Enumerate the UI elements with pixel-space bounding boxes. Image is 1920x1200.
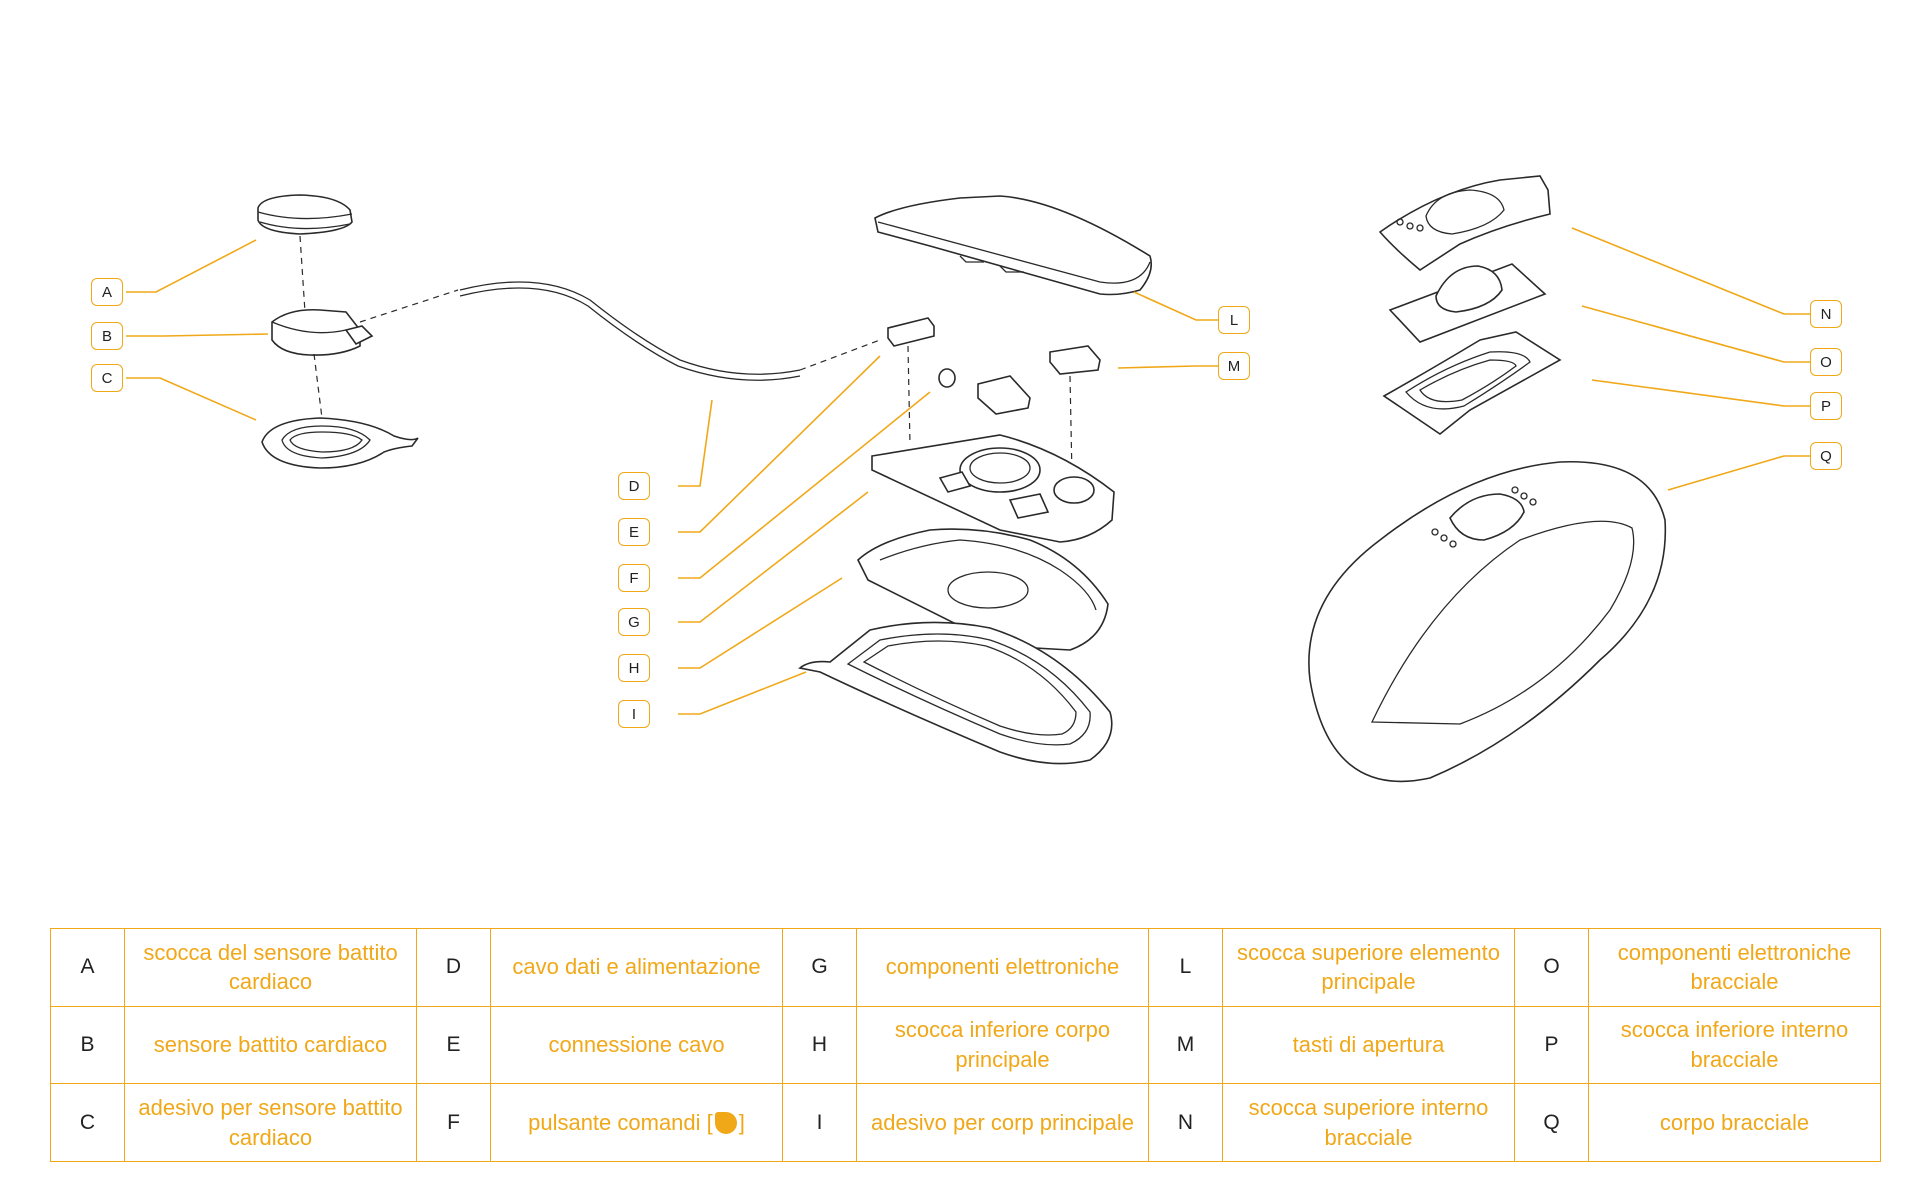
main-body-top-shell: [874, 195, 1153, 296]
callout-h: H: [618, 654, 650, 682]
legend-description: connessione cavo: [490, 1005, 783, 1085]
callout-b: B: [91, 322, 123, 350]
heart-sensor: [271, 308, 374, 356]
bracelet-body: [1308, 460, 1667, 783]
main-body-bottom-shell: [857, 528, 1109, 651]
callout-e: E: [618, 518, 650, 546]
legend-key: M: [1148, 1005, 1223, 1085]
heart-sensor-adhesive: [261, 417, 419, 469]
legend-row: A scocca del sensore battito cardiaco D …: [50, 928, 1881, 1007]
legend-description: scocca superiore interno bracciale: [1222, 1083, 1515, 1162]
legend-description: sensore battito cardiaco: [124, 1005, 417, 1085]
heart-sensor-shell: [257, 194, 353, 235]
callout-m: M: [1218, 352, 1250, 380]
legend-key: E: [416, 1005, 491, 1085]
callout-q: Q: [1810, 442, 1842, 470]
bracelet-bottom-inner-shell: [1382, 331, 1562, 435]
legend-description: cavo dati e alimentazione: [490, 928, 783, 1007]
legend-key: L: [1148, 928, 1223, 1007]
legend-row: C adesivo per sensore battito cardiaco F…: [50, 1083, 1881, 1162]
leader-lines: [126, 227, 1810, 715]
button-shape-icon: [714, 1111, 737, 1134]
callout-f: F: [618, 564, 650, 592]
bracelet-top-inner-shell: [1378, 175, 1551, 271]
legend-description-text-end: ]: [738, 1109, 745, 1135]
legend-description: scocca del sensore battito cardiaco: [124, 928, 417, 1007]
legend-description: componenti elettroniche: [856, 928, 1149, 1007]
exploded-view-diagram: A B C D E F G H I L M N O P Q: [91, 175, 1842, 783]
callout-n: N: [1810, 300, 1842, 328]
callout-g: G: [618, 608, 650, 636]
legend-description: componenti elettroniche bracciale: [1588, 928, 1881, 1007]
callout-o: O: [1810, 348, 1842, 376]
legend-key: A: [50, 928, 125, 1007]
legend-description: scocca inferiore corpo principale: [856, 1005, 1149, 1085]
legend-key: C: [50, 1083, 125, 1162]
legend-key: N: [1148, 1083, 1223, 1162]
legend-description: pulsante comandi []: [490, 1083, 783, 1162]
legend-description: scocca superiore elemento principale: [1222, 928, 1515, 1007]
callout-p: P: [1810, 392, 1842, 420]
legend-description-text: pulsante comandi [: [528, 1109, 713, 1135]
legend-key: H: [782, 1005, 857, 1085]
main-body-adhesive: [798, 621, 1113, 765]
callout-c: C: [91, 364, 123, 392]
legend-row: B sensore battito cardiaco E connessione…: [50, 1005, 1881, 1085]
opening-keys: [977, 345, 1101, 415]
callout-a: A: [91, 278, 123, 306]
legend-key: D: [416, 928, 491, 1007]
cable-connector: [887, 317, 935, 347]
legend-key: G: [782, 928, 857, 1007]
legend-key: O: [1514, 928, 1589, 1007]
legend-description: adesivo per sensore battito cardiaco: [124, 1083, 417, 1162]
legend-key: F: [416, 1083, 491, 1162]
legend-key: I: [782, 1083, 857, 1162]
legend-key: P: [1514, 1005, 1589, 1085]
legend-description: scocca inferiore interno bracciale: [1588, 1005, 1881, 1085]
legend-key: B: [50, 1005, 125, 1085]
legend-table: A scocca del sensore battito cardiaco D …: [50, 928, 1881, 1162]
legend-description: adesivo per corp principale: [856, 1083, 1149, 1162]
data-power-cable: [459, 281, 801, 381]
legend-description: tasti di apertura: [1222, 1005, 1515, 1085]
callout-l: L: [1218, 306, 1250, 334]
electronic-components: [871, 434, 1115, 543]
legend-description: corpo bracciale: [1588, 1083, 1881, 1162]
bracelet-electronics: [1388, 263, 1547, 343]
exploded-view-drawing: [126, 175, 1810, 783]
legend-key: Q: [1514, 1083, 1589, 1162]
callout-d: D: [618, 472, 650, 500]
callout-i: I: [618, 700, 650, 728]
command-button: [938, 368, 956, 388]
